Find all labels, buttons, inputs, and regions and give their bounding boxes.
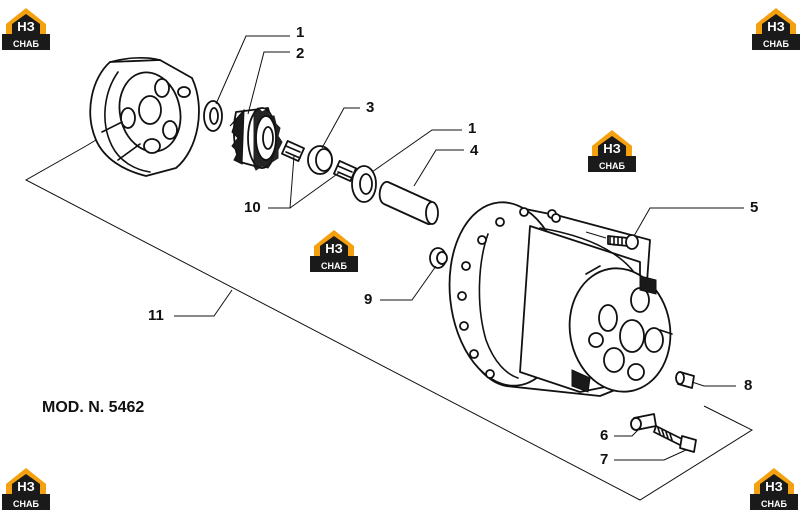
logo-subtitle: СНАБ [321,261,347,271]
model-number-label: MOD. N. 5462 [42,399,144,416]
callout-labels: 1 2 3 1 4 5 10 9 11 8 6 7 [148,24,758,468]
logo-letters: НЗ [603,141,621,156]
planet-shaft [378,181,439,225]
logo-subtitle: СНАБ [13,499,39,509]
brand-logo-top-left: НЗ СНАБ [2,8,50,50]
logo-subtitle: СНАБ [763,39,789,49]
bolt-washer [630,413,657,431]
carrier-flange-left [89,57,200,177]
needle-roller-lower [333,160,357,182]
brand-logo-center: НЗ СНАБ [310,230,358,272]
callout-4: 4 [470,142,479,159]
needle-roller-upper [281,140,305,162]
leader-lines [174,35,744,461]
brand-logo-bottom-left: НЗ СНАБ [2,468,50,510]
callout-3: 3 [366,99,374,116]
callout-9: 9 [364,291,372,308]
drain-plug [675,371,695,389]
thrust-washer-lower [351,165,377,203]
logo-subtitle: СНАБ [599,161,625,171]
callout-5: 5 [750,199,758,216]
callout-7: 7 [600,451,608,468]
callout-2: 2 [296,45,304,62]
logo-subtitle: СНАБ [13,39,39,49]
brand-logo-top-right: НЗ СНАБ [752,8,800,50]
bolt-top [585,231,639,250]
locating-bushing [429,247,448,269]
logo-letters: НЗ [325,241,343,256]
planet-gear [229,107,283,171]
callout-1-top: 1 [296,24,304,41]
callout-10: 10 [244,199,261,216]
brand-logo-mid-right: НЗ СНАБ [588,130,636,172]
spacer-ring [307,145,333,175]
logo-letters: НЗ [17,479,35,494]
callout-6: 6 [600,427,608,444]
logo-letters: НЗ [765,479,783,494]
brand-logo-bottom-right: НЗ СНАБ [750,468,798,510]
thrust-washer-top [203,100,223,132]
callout-11: 11 [148,307,164,324]
callout-1-lower: 1 [468,120,476,137]
logo-letters: НЗ [17,19,35,34]
callout-8: 8 [744,377,752,394]
logo-letters: НЗ [767,19,785,34]
hex-bolt-bottom [653,425,697,453]
logo-subtitle: СНАБ [761,499,787,509]
assembly-bracket [24,139,754,501]
wheel-hub-housing [448,201,673,397]
